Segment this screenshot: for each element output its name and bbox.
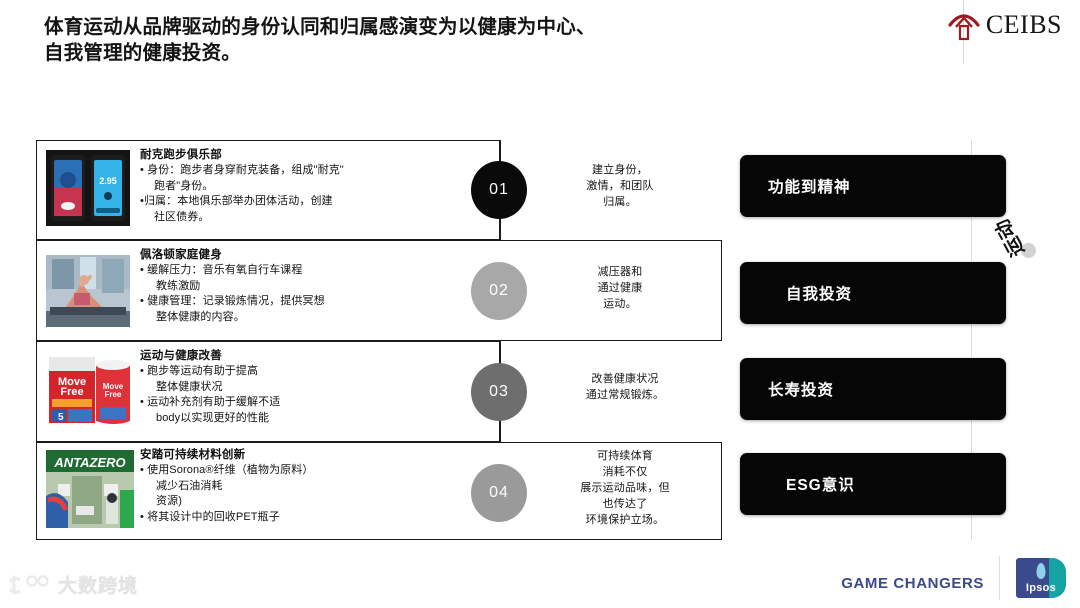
svg-text:5: 5 [58,412,64,423]
step-number-badge: 01 [471,161,527,219]
row-bullet: body以实现更好的性能 [156,411,270,424]
timeline-row: 佩洛顿家庭健身 • 缓解压力：音乐有氧自行车课程 教练激励 • 健康管理：记录锻… [36,240,722,341]
row-thumbnail: 2.95 [46,150,130,226]
row-summary: 减压器和 通过健康 运动。 [597,266,643,310]
row-bullet: 整体健康的内容。 [156,310,245,323]
row-title: 耐克跑步俱乐部 [140,149,222,161]
svg-text:ANTAZERO: ANTAZERO [53,455,125,470]
svg-text:2.95: 2.95 [99,176,117,186]
row-bullet: • 跑步等运动有助于提高 [140,365,259,377]
timeline-row: Move Free 5 Move Free 运动与健康改善 • 跑步等运动有助于… [36,341,722,442]
header-divider [963,0,964,64]
outcome-pill[interactable]: ESG意识 [740,453,1006,515]
row-summary: 改善健康状况 通过常规锻炼。 [585,373,665,401]
row-bullet: • 身份：跑步者身穿耐克装备，组成"耐克" [140,164,344,176]
svg-text:Free: Free [60,386,83,398]
row-outline [36,442,722,540]
row-bullet: 减少石油消耗 [156,479,223,492]
row-title: 安踏可持续材料创新 [140,449,246,461]
row-bullet: 社区债券。 [154,210,210,223]
row-outline [36,240,722,341]
row-thumbnail: Move Free 5 Move Free [46,351,134,427]
row-text: 耐克跑步俱乐部 • 身份：跑步者身穿耐克装备，组成"耐克" 跑者"身份。 •归属… [140,148,500,225]
row-text: 佩洛顿家庭健身 • 缓解压力：音乐有氧自行车课程 教练激励 • 健康管理：记录锻… [140,248,500,325]
step-number-badge: 03 [471,363,527,421]
ceibs-wordmark: CEIBS [985,10,1062,39]
row-bullet: 资源) [156,495,182,507]
row-bullet: • 健康管理：记录锻炼情况，提供冥想 [140,295,325,307]
outcome-pill[interactable]: 长寿投资 [740,358,1006,420]
timeline-row: 2.95 耐克跑步俱乐部 • 身份：跑步者身穿耐克装备，组成"耐克" 跑者"身份… [36,140,722,240]
ceibs-house-arch-icon [947,8,981,42]
footer-divider [999,556,1000,600]
outcome-pill[interactable]: 功能到精神 [740,155,1006,217]
page-title: 体育运动从品牌驱动的身份认同和归属感演变为以健康为中心、 自我管理的健康投资。 [44,16,596,64]
row-summary: 可持续体育 消耗不仅 展示运动品味，但 也传达了 环境保护立场。 [580,450,670,526]
row-thumbnail [46,255,130,327]
row-bullet: 跑者"身份。 [154,179,214,192]
row-bullet: • 使用Sorona®纤维（植物为原料） [140,464,314,476]
ipsos-logo: Ipsos [1016,558,1066,598]
outcome-pill[interactable]: 自我投资 [740,262,1006,324]
watermark-text: 大数跨境 [58,576,139,598]
row-thumbnail: ANTAZERO [46,450,134,528]
ipsos-drop-icon [1036,563,1046,579]
row-bullet: • 将其设计中的回收PET瓶子 [140,510,280,523]
watermark: 大数跨境 [7,571,139,598]
step-number-badge: 04 [471,464,527,522]
svg-text:Free: Free [105,390,122,399]
row-bullet: 教练激励 [156,279,201,292]
ipsos-wordmark: Ipsos [1025,582,1057,594]
svg-text:Move: Move [103,382,124,391]
row-summary: 建立身份， 激情，和团队 归属。 [586,164,654,208]
timeline-row: ANTAZERO 安踏可持续材料创新 • 使用Sorona®纤维（植物为原料） … [36,442,722,540]
row-text: 安踏可持续材料创新 • 使用Sorona®纤维（植物为原料） 减少石油消耗 资源… [140,448,500,525]
ipsos-teal-shape [1049,558,1066,598]
row-title: 运动与健康改善 [140,350,222,362]
row-title: 佩洛顿家庭健身 [140,249,222,261]
row-text: 运动与健康改善 • 跑步等运动有助于提高 整体健康状况 • 运动补充剂有助于缓解… [140,349,500,426]
svg-text:Move: Move [58,376,86,388]
row-bullet: • 运动补充剂有助于缓解不适 [140,396,281,408]
right-divider [971,140,972,540]
row-bullet: •归属：本地俱乐部举办团体活动，创建 [140,195,333,207]
ceibs-logo: CEIBS [947,8,1062,42]
game-changers-label: GAME CHANGERS [841,575,984,592]
row-bullet: • 缓解压力：音乐有氧自行车课程 [140,264,303,276]
decorative-dot [1021,243,1036,258]
watermark-logo-icon [7,574,52,596]
step-number-badge: 02 [471,262,527,320]
row-bullet: 整体健康状况 [156,380,223,393]
